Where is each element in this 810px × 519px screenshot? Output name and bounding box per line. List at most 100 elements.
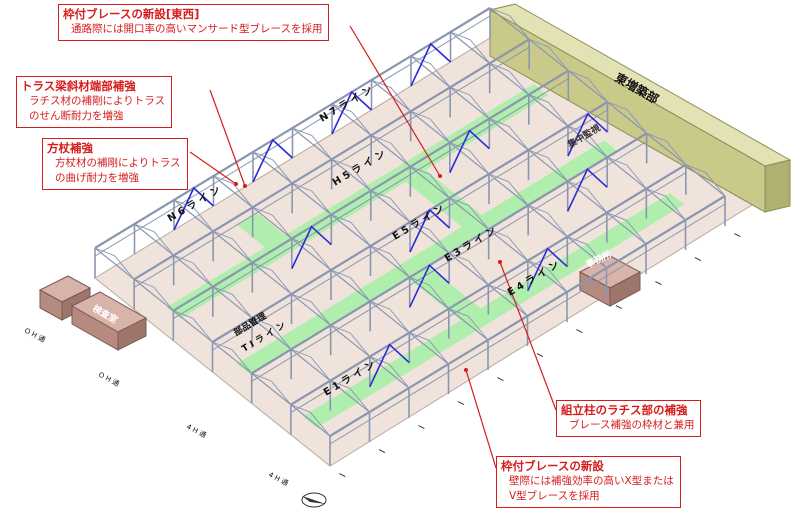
truss-diag-a-5-3 [409, 221, 430, 231]
truss-diag-b-0-0 [114, 255, 135, 280]
truss-diag-b-1-5 [349, 388, 370, 413]
green-cross-aisle-2 [405, 169, 482, 227]
truss-diag-a-10-3 [607, 101, 628, 111]
brace-9 [566, 168, 608, 212]
truss-diag-b-3-3 [350, 277, 371, 302]
truss-diag-b-9-1 [508, 70, 530, 95]
truss-diag-a-8-4 [567, 180, 588, 190]
truss-diag-b-8-1 [469, 94, 490, 119]
east-annex-block [488, 3, 792, 213]
truss-diag-a-5-4 [449, 252, 469, 262]
truss-diag-b-4-2 [350, 222, 371, 247]
callout-top-brace-line-1: 通路際には開口率の高いマンサード型ブレースを採用 [71, 23, 323, 35]
leader-line-0 [349, 25, 441, 177]
grid-tick-5 [536, 353, 544, 357]
truss-diag-a-9-0 [450, 31, 471, 41]
truss-diag-a-8-3 [528, 149, 549, 159]
green-aisle-3 [302, 193, 685, 428]
truss-diag-a-6-0 [331, 103, 352, 113]
green-aisle-1 [166, 84, 548, 319]
truss-diag-a-2-1 [213, 230, 233, 240]
callout-square-member-line-2: の曲げ耐力を増強 [55, 172, 139, 184]
truss-diag-b-5-2 [390, 198, 411, 223]
truss-diag-b-9-4 [626, 164, 647, 189]
green-cross-aisle-3 [409, 267, 481, 321]
truss-diag-a-6-2 [410, 166, 431, 175]
truss-diag-b-2-2 [271, 270, 292, 295]
brace-8 [527, 247, 568, 292]
truss-diag-b-1-0 [153, 231, 175, 256]
truss-diag-b-8-0 [430, 63, 451, 88]
callout-square-member-line-1: 方杖材の補剛によりトラス [55, 157, 181, 169]
truss-diag-b-8-3 [547, 157, 569, 182]
truss-diag-a-2-5 [369, 356, 390, 365]
truss-diag-a-6-3 [449, 197, 470, 207]
leader-line-3 [499, 261, 557, 411]
truss-diag-b-1-1 [192, 262, 214, 287]
truss-diag-b-5-4 [468, 260, 489, 285]
truss-diag-b-7-4 [547, 212, 568, 237]
callout-truss-end-line-2: のせん断耐力を増強 [29, 110, 124, 122]
truss-diag-b-6-2 [429, 174, 450, 199]
grid-tick-7 [615, 305, 623, 309]
truss-diag-a-1-3 [251, 317, 272, 327]
callout-column-lattice-line-1: ブレース補強の枠材と兼用 [569, 419, 695, 431]
truss-diag-b-2-1 [232, 238, 253, 263]
truss-diag-a-0-3 [212, 341, 233, 351]
grid-tick-0 [339, 473, 346, 477]
shikiri-block [70, 291, 148, 351]
truss-diag-b-10-5 [705, 172, 726, 197]
truss-diag-b-7-3 [508, 181, 529, 206]
truss-diag-a-1-0 [134, 223, 155, 233]
truss-diag-a-2-4 [330, 324, 351, 334]
truss-diag-b-8-4 [586, 188, 608, 213]
callout-truss-end-line-1: ラチス材の補剛によりトラス [29, 95, 166, 107]
brace-7 [408, 264, 450, 308]
truss-diag-b-4-3 [389, 253, 411, 278]
truss-diag-b-1-2 [232, 294, 253, 319]
truss-diag-b-4-1 [311, 190, 332, 215]
truss-diag-b-6-3 [468, 205, 490, 230]
truss-diag-a-10-0 [489, 7, 510, 17]
truss-diag-a-6-1 [371, 134, 391, 144]
leader-line-4 [465, 369, 497, 469]
truss-diag-b-4-5 [468, 316, 489, 341]
leader-dot-1 [243, 184, 247, 188]
truss-diag-b-2-3 [310, 301, 332, 326]
truss-diag-a-5-1 [331, 158, 352, 168]
truss-diag-a-3-3 [330, 269, 351, 279]
brace-reinforcements [173, 42, 609, 388]
truss-diag-b-10-1 [548, 46, 569, 71]
callout-frame-brace-title: 枠付ブレースの新設 [501, 459, 604, 473]
truss-diag-a-10-4 [646, 132, 667, 142]
truss-diag-a-7-5 [567, 236, 588, 245]
truss-diag-b-8-2 [508, 126, 529, 151]
callout-truss-end: トラス梁斜材端部補強 ラチス材の補剛によりトラス のせん断耐力を増強 [16, 76, 173, 128]
truss-diag-a-9-3 [567, 125, 588, 135]
truss-diag-b-7-5 [586, 244, 607, 269]
truss-diag-a-0-0 [94, 247, 115, 257]
truss-diag-b-5-0 [311, 135, 333, 160]
truss-diag-a-8-1 [450, 86, 470, 96]
grid-tick-4 [497, 377, 504, 381]
truss-diag-b-9-0 [469, 39, 491, 64]
callout-column-lattice: 組立柱のラチス部の補強 ブレース補強の枠材と兼用 [556, 400, 702, 437]
truss-diag-a-2-2 [252, 262, 273, 271]
truss-diag-a-6-5 [527, 260, 548, 269]
truss-diag-a-3-2 [291, 238, 312, 247]
grid-tick-8 [655, 281, 662, 285]
truss-diag-b-10-0 [509, 15, 530, 40]
axis-label-3: 4 H 通 [185, 422, 208, 440]
axis-label-2: O H 通 [97, 370, 121, 388]
brace-2 [331, 90, 373, 135]
truss-diag-a-4-3 [370, 245, 391, 255]
truss-diag-b-0-5 [310, 412, 331, 437]
leader-line-1 [209, 89, 246, 187]
truss-diag-b-0-3 [231, 349, 253, 374]
truss-diag-b-4-4 [428, 284, 450, 309]
leader-dot-0 [438, 174, 442, 178]
grid-tick-6 [576, 329, 583, 333]
grid-tick-9 [694, 257, 702, 261]
truss-diag-b-6-4 [507, 236, 529, 261]
brace-4 [291, 225, 332, 270]
